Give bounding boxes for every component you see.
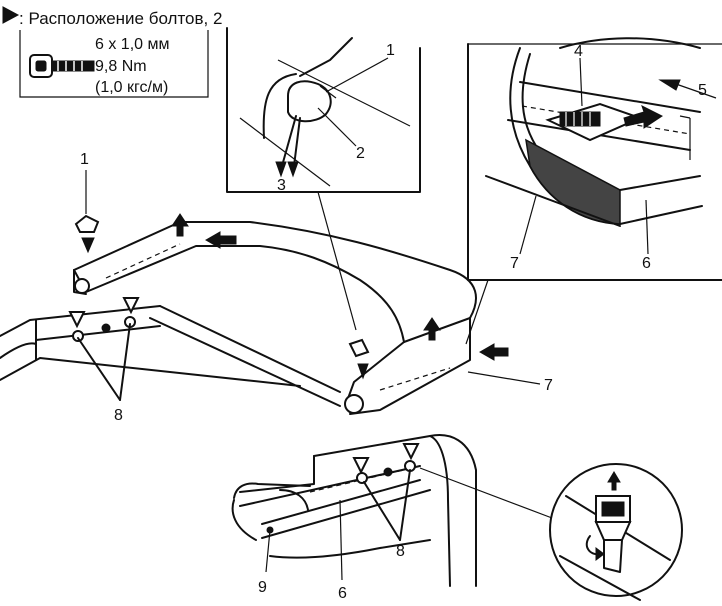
bolt-legend: : Расположение болтов, 2 6 x 1,0 мм 9,8 …	[2, 6, 222, 98]
legend-title: : Расположение болтов, 2	[19, 9, 222, 28]
arrow-left-icon	[204, 231, 237, 249]
callout-7-main: 7	[544, 377, 553, 394]
legend-torque-kgf: (1,0 кгс/м)	[95, 79, 168, 96]
legend-bolt-size: 6 x 1,0 мм	[95, 36, 169, 53]
callout-8-bottom: 8	[396, 543, 405, 560]
clip-part-4	[545, 102, 643, 142]
callout-6-inset: 6	[642, 255, 651, 272]
bolt-icon	[29, 54, 95, 78]
direction-arrow-icon	[623, 105, 663, 129]
lower-trim-section: 8 6 9	[231, 434, 553, 602]
legend-torque-nm: 9,8 Nm	[95, 58, 147, 75]
callout-7-inset: 7	[510, 255, 519, 272]
callout-1-main: 1	[80, 151, 89, 168]
callout-3: 3	[277, 177, 286, 194]
hatched-section	[525, 138, 621, 225]
callout-2: 2	[356, 145, 365, 162]
arrow-up-icon	[423, 317, 441, 341]
location-marker-icon	[2, 6, 20, 24]
callout-9: 9	[258, 579, 267, 596]
detail-inset-bolt: 1 2 3	[226, 27, 421, 331]
arrow-left-icon	[478, 343, 509, 361]
arrow-up-icon	[607, 471, 621, 491]
clip-removal-detail	[549, 463, 683, 601]
trim-cover-assembly: 1 7	[0, 151, 553, 415]
detail-inset-section: 5 4 7 6	[465, 37, 722, 345]
callout-6-main: 6	[338, 585, 347, 602]
bolt-locations-left: 8	[68, 297, 140, 424]
callout-5: 5	[698, 82, 707, 99]
callout-1-inset: 1	[386, 42, 395, 59]
callout-8-left: 8	[114, 407, 123, 424]
arrow-up-icon	[171, 213, 189, 237]
callout-4: 4	[574, 43, 583, 60]
